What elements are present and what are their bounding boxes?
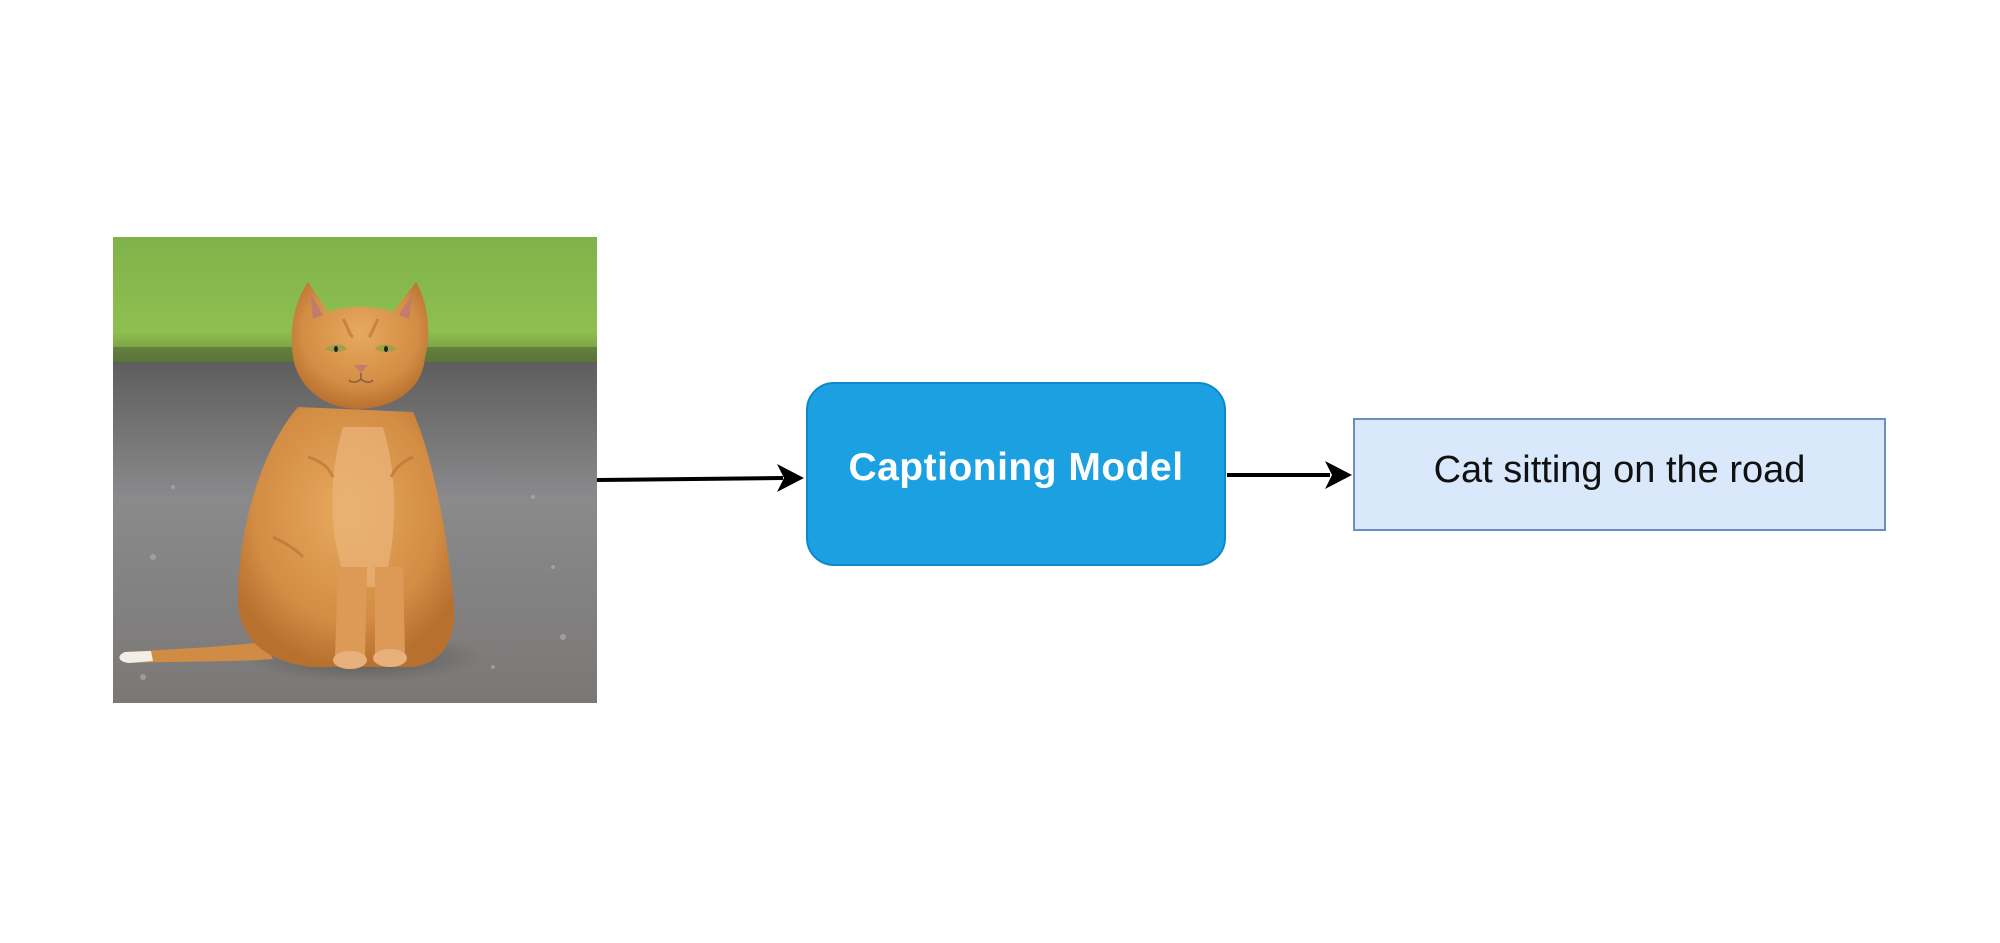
input-image xyxy=(113,237,597,703)
caption-output-node: Cat sitting on the road xyxy=(1353,418,1886,531)
cat-photo-image xyxy=(113,237,597,703)
captioning-model-label: Captioning Model xyxy=(848,446,1184,489)
captioning-model-node: Captioning Model xyxy=(806,382,1226,566)
arrow-image-to-model xyxy=(596,464,804,492)
caption-output-label: Cat sitting on the road xyxy=(1433,449,1806,491)
arrow-model-to-caption xyxy=(1227,461,1352,489)
